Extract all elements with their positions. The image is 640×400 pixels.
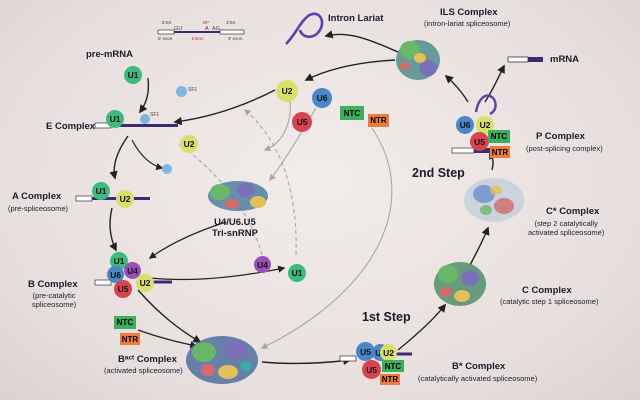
ils-complex-sublabel: (intron-lariat spliceosome) bbox=[424, 19, 511, 28]
ils-complex-structure bbox=[396, 40, 440, 80]
u1-snrnp-a: U1 bbox=[92, 182, 110, 200]
p-complex-lariat bbox=[474, 94, 497, 116]
u2-snrnp-p: U2 bbox=[476, 116, 494, 134]
arrow-premrna-to-e bbox=[139, 77, 150, 114]
pre-mrna-3exon-tag: 3' exon bbox=[228, 36, 243, 41]
ntr-factor-p: NTR bbox=[490, 146, 510, 158]
pre-mrna-gu-tag: GU bbox=[174, 26, 183, 32]
ntc-factor-recycle: NTC bbox=[340, 106, 364, 120]
e-complex-label: E Complex bbox=[46, 121, 96, 132]
pre-mrna-5exon-tag: 5' exon bbox=[158, 36, 173, 41]
arrow-ntc-ntr-join bbox=[137, 329, 198, 349]
second-step-label: 2nd Step bbox=[412, 166, 465, 180]
recycle-arrow-u5-u6 bbox=[269, 107, 317, 182]
arrow-bstar-to-c bbox=[397, 303, 447, 351]
ils-complex-label: ILS Complex bbox=[440, 7, 498, 18]
mrna-label: mRNA bbox=[550, 54, 580, 65]
u5-snrnp-b: U5 bbox=[114, 280, 132, 298]
arrow-ils-to-lariat bbox=[324, 30, 399, 53]
pre-mrna-3ss-tag: 3'SS bbox=[226, 20, 236, 25]
sf1-label: SF1 bbox=[188, 87, 198, 93]
bstar-complex-sublabel: (catalytically activated spliceosome) bbox=[418, 374, 538, 383]
first-step-label: 1st Step bbox=[362, 310, 411, 324]
recycle-arrow-u2-return bbox=[263, 99, 291, 152]
arrow-tri-join-b bbox=[148, 221, 227, 259]
ntc-factor-p: NTC bbox=[488, 130, 510, 143]
cstar-complex-structure bbox=[464, 178, 524, 222]
u2-snrnp-release: U2 bbox=[180, 135, 198, 153]
u2-snrnp-b: U2 bbox=[136, 274, 154, 292]
arrow-a-to-b bbox=[109, 207, 117, 252]
u6-snrnp-p: U6 bbox=[456, 116, 474, 134]
u5-snrnp-p: U5 bbox=[470, 132, 489, 151]
arrow-recycle-to-e bbox=[173, 89, 276, 126]
b-complex-sublabel: (pre-catalytic spliceosome) bbox=[32, 291, 77, 309]
u1-snrnp-e: U1 bbox=[106, 110, 124, 128]
arrow-e-release-blob bbox=[131, 139, 164, 171]
intron-lariat-label: Intron Lariat bbox=[328, 13, 384, 24]
cstar-complex-label: C* Complex bbox=[546, 206, 600, 217]
a-complex-rna bbox=[75, 195, 150, 202]
u5-snrnp-recycle: U5 bbox=[292, 112, 312, 132]
a-complex-sublabel: (pre-spliceosome) bbox=[8, 204, 69, 213]
c-complex-structure bbox=[434, 262, 486, 306]
pre-mrna-strand bbox=[157, 29, 245, 35]
intron-lariat-shape bbox=[285, 12, 324, 45]
b-complex-rna bbox=[94, 279, 172, 286]
ntr-factor-recycle: NTR bbox=[368, 114, 389, 127]
u1-snrnp-b: U1 bbox=[110, 252, 128, 270]
arrow-b-to-bact bbox=[137, 289, 202, 343]
recycle-arrow-ntc-ntr bbox=[260, 127, 393, 349]
pre-mrna-a-tag: A bbox=[205, 26, 209, 32]
u4-snrnp-b: U4 bbox=[124, 262, 141, 279]
b-complex-label: B Complex bbox=[28, 279, 78, 290]
pre-mrna-intron-tag: Intron bbox=[192, 36, 204, 41]
p-complex-label: P Complex bbox=[536, 131, 585, 142]
c-complex-sublabel: (catalytic step 1 spliceosome) bbox=[500, 297, 599, 306]
mrna-strand bbox=[507, 56, 543, 63]
bact-complex-sublabel: (activated spliceosome) bbox=[104, 366, 183, 375]
arrow-c-to-cstar bbox=[469, 226, 490, 266]
ntc-factor-b: NTC bbox=[114, 316, 136, 329]
u6-snrnp-recycle: U6 bbox=[312, 88, 332, 108]
pre-mrna-label: pre-mRNA bbox=[86, 49, 133, 60]
pre-mrna-bp-tag: BP bbox=[203, 20, 210, 25]
pre-mrna-ag-tag: AG bbox=[212, 26, 220, 32]
sf1-factor-e bbox=[140, 114, 150, 124]
arrow-e-to-a bbox=[109, 135, 129, 180]
bact-complex-label: Bᵃᶜᵗ Complex bbox=[118, 354, 177, 365]
ntc-factor-bstar: NTC bbox=[382, 360, 404, 372]
a-complex-label: A Complex bbox=[12, 191, 62, 202]
arrow-p-to-mrna bbox=[484, 64, 505, 103]
sf1-label-e: SF1 bbox=[150, 112, 160, 118]
p-complex-sublabel: (post-splicing complex) bbox=[526, 144, 603, 153]
tri-snrnp-label: U4/U6.U5 Tri-snRNP bbox=[212, 217, 258, 239]
u5-snrnp-bstar-top: U5 bbox=[356, 342, 375, 361]
arrow-ils-release bbox=[304, 59, 396, 81]
u1-snrnp-released: U1 bbox=[288, 264, 306, 282]
sf1-release-blob bbox=[162, 164, 172, 174]
ntr-factor-bstar: NTR bbox=[380, 374, 400, 385]
u5-snrnp-bstar: U5 bbox=[362, 360, 381, 379]
ntr-factor-b: NTR bbox=[120, 333, 140, 345]
cstar-complex-sublabel: (step 2 catalytically activated spliceos… bbox=[528, 219, 605, 237]
u1-snrnp-premrna: U1 bbox=[124, 66, 142, 84]
u6-snrnp-b: U6 bbox=[107, 266, 124, 283]
bstar-complex-label: B* Complex bbox=[452, 361, 506, 372]
arrow-bact-to-bstar bbox=[261, 356, 352, 365]
bact-complex-structure bbox=[186, 336, 258, 384]
tri-snrnp-structure bbox=[208, 181, 268, 211]
pre-mrna-5ss-tag: 5'SS bbox=[162, 20, 172, 25]
u2-snrnp-recycle: U2 bbox=[276, 80, 298, 102]
u2-snrnp-bstar: U2 bbox=[380, 344, 397, 361]
c-complex-label: C Complex bbox=[522, 285, 572, 296]
arrow-p-to-ils bbox=[444, 74, 469, 103]
recycle-arrow-u1 bbox=[243, 109, 297, 256]
u2-snrnp-a: U2 bbox=[116, 190, 134, 208]
u4-snrnp-released: U4 bbox=[254, 256, 271, 273]
sf1-factor-premrna bbox=[176, 86, 187, 97]
